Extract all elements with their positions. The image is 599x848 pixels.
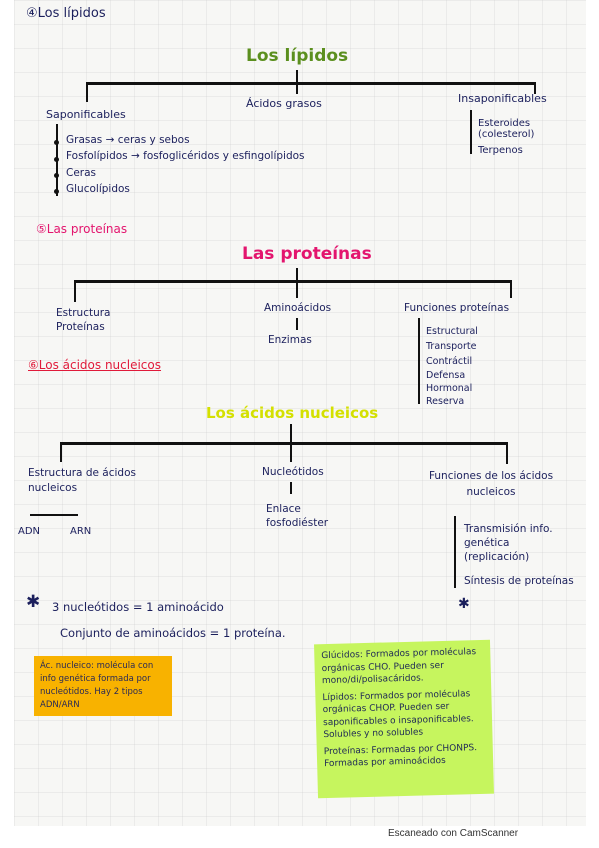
proteinas-branch-bar	[74, 280, 512, 283]
lipidos-left-drop	[86, 82, 88, 102]
branch-insaponificables: Insaponificables	[458, 92, 547, 105]
footnote-asterisk: ✱	[26, 592, 41, 612]
saponificable-item: Fosfolípidos → fosfoglicéridos y esfingo…	[66, 150, 305, 162]
adn-label: ADN	[18, 526, 41, 537]
lipidos-stem	[296, 70, 298, 84]
insaponificables-vertical	[470, 110, 472, 154]
branch-acidos-grasos: Ácidos grasos	[246, 97, 322, 110]
branch-funciones-proteinas: Funciones proteínas	[404, 302, 510, 314]
proteinas-mid-drop	[296, 280, 298, 298]
insaponificable-item: Esteroides (colesterol)	[478, 118, 535, 140]
section5-heading: ⑤Las proteínas	[36, 222, 128, 236]
funcion-item: Defensa	[426, 370, 466, 381]
bullet	[54, 173, 59, 178]
orange-sticky-note: Ác. nucleico: molécula con info genética…	[34, 656, 172, 716]
nucleicos-left-drop	[60, 442, 62, 462]
note-proteinas: Proteínas: Formadas por CHONPS. Formadas…	[323, 742, 478, 770]
saponificable-item: Glucolípidos	[66, 183, 130, 195]
funcion-item: Reserva	[426, 396, 465, 407]
nucleicos-mid-drop	[290, 442, 292, 462]
nucleicos-branch-bar	[60, 442, 508, 445]
estructura-split-bar	[30, 514, 78, 516]
branch-estructura-proteinas: Estructura Proteínas	[56, 307, 111, 333]
branch-aminoacidos: Aminoácidos	[264, 302, 332, 314]
enlace-fosfodiester: Enlace fosfodiéster	[266, 503, 329, 529]
arn-label: ARN	[70, 526, 92, 537]
camscanner-footer: Escaneado con CamScanner	[388, 828, 519, 839]
funcion-item: Transporte	[426, 341, 477, 352]
proteinas-stem	[296, 268, 298, 282]
saponificable-item: Grasas → ceras y sebos	[66, 134, 190, 146]
bullet	[54, 140, 59, 145]
asterisk-mark: ✱	[458, 596, 470, 612]
bullet	[54, 189, 59, 194]
funcion-item: Hormonal	[426, 383, 473, 394]
footnote-line1: 3 nucleótidos = 1 aminoácido	[52, 600, 224, 614]
insaponificable-item: Terpenos	[478, 145, 523, 156]
bullet	[54, 157, 59, 162]
funcion-item: Estructural	[426, 326, 478, 337]
branch-estructura-acidos: Estructura de ácidos nucleicos	[28, 467, 136, 494]
note-glucidos: Glúcidos: Formados por moléculas orgánic…	[321, 647, 477, 687]
lipidos-branch-bar	[86, 82, 536, 85]
nucleicos-stem	[290, 424, 292, 444]
proteinas-left-drop	[74, 280, 76, 302]
lipidos-right-drop	[534, 82, 536, 94]
funcion-item: Contráctil	[426, 356, 473, 367]
funcion-acido-item: Transmisión info. genética (replicación)	[464, 523, 553, 563]
footnote-line2: Conjunto de aminoácidos = 1 proteína.	[60, 626, 286, 640]
aminoacidos-drop	[296, 318, 298, 330]
lipidos-title: Los lípidos	[246, 46, 349, 66]
proteinas-title: Las proteínas	[242, 244, 372, 264]
lipidos-mid-drop	[296, 82, 298, 94]
saponificable-item: Ceras	[66, 167, 97, 179]
branch-funciones-acidos: Funciones de los ácidos nucleicos	[428, 470, 554, 498]
funciones-vertical	[418, 318, 420, 404]
branch-saponificables: Saponificables	[46, 108, 126, 121]
branch-nucleotidos: Nucleótidos	[262, 466, 324, 478]
green-sticky-note: Glúcidos: Formados por moléculas orgánic…	[314, 639, 494, 799]
note-lipidos: Lípidos: Formados por moléculas orgánica…	[322, 688, 474, 741]
funciones-acidos-vertical	[454, 516, 456, 588]
section4-heading: ④Los lípidos	[26, 6, 106, 21]
enzimas-label: Enzimas	[268, 334, 312, 346]
funcion-acido-item: Síntesis de proteínas	[464, 575, 574, 587]
section6-heading: ⑥Los ácidos nucleicos	[28, 358, 162, 372]
nucleotidos-drop	[290, 482, 292, 494]
proteinas-right-drop	[510, 280, 512, 298]
nucleicos-right-drop	[506, 442, 508, 464]
acidos-nucleicos-title: Los ácidos nucleicos	[206, 404, 379, 422]
